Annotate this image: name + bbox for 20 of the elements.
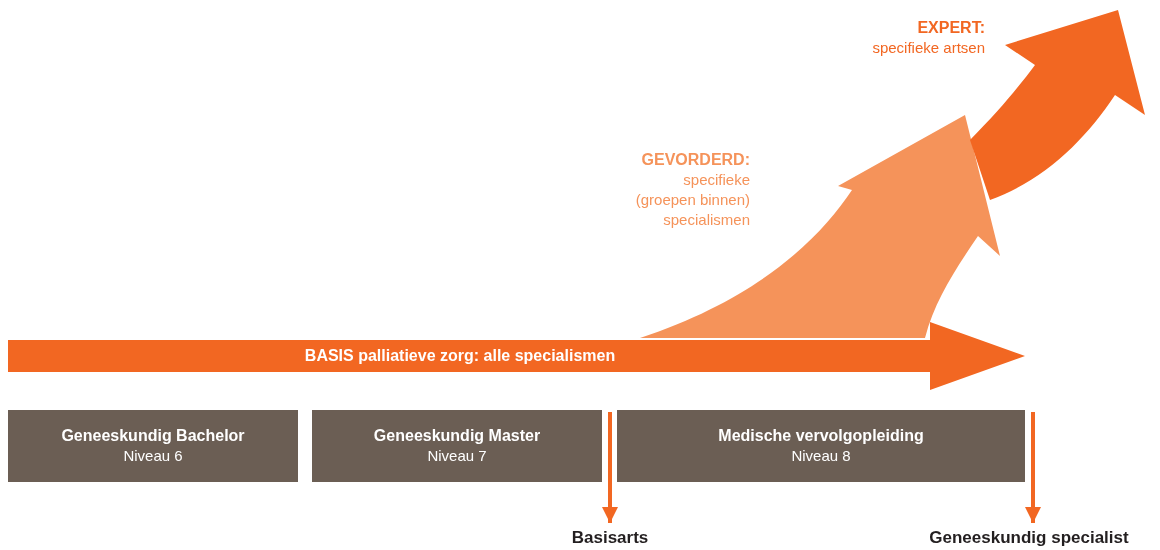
level-text: Niveau 8	[791, 446, 851, 466]
level-heading: GEVORDERD:	[640, 150, 750, 170]
level-description: specifieke artsen	[871, 38, 985, 58]
band-label: BASIS palliatieve zorg: alle specialismen	[303, 346, 617, 366]
box-title: Medische vervolgopleiding	[718, 426, 924, 446]
level-description: specifieke (groepen binnen) specialismen	[634, 170, 750, 230]
arrow	[602, 412, 618, 523]
box-title: Geneeskundig Master	[373, 426, 541, 446]
arrow-band	[8, 322, 1025, 390]
level-text: Niveau 7	[427, 446, 487, 466]
level-heading: EXPERT:	[916, 18, 985, 38]
level-box	[312, 410, 602, 482]
level-text: Niveau 6	[123, 446, 183, 466]
arrow	[1025, 412, 1041, 523]
level-box	[617, 410, 1025, 482]
box-title: Geneeskundig Bachelor	[61, 426, 245, 446]
outcome-label: Basisarts	[540, 527, 680, 549]
level-box	[8, 410, 298, 482]
outcome-label: Geneeskundig specialist	[900, 527, 1158, 549]
curved-arrow	[640, 115, 1000, 338]
